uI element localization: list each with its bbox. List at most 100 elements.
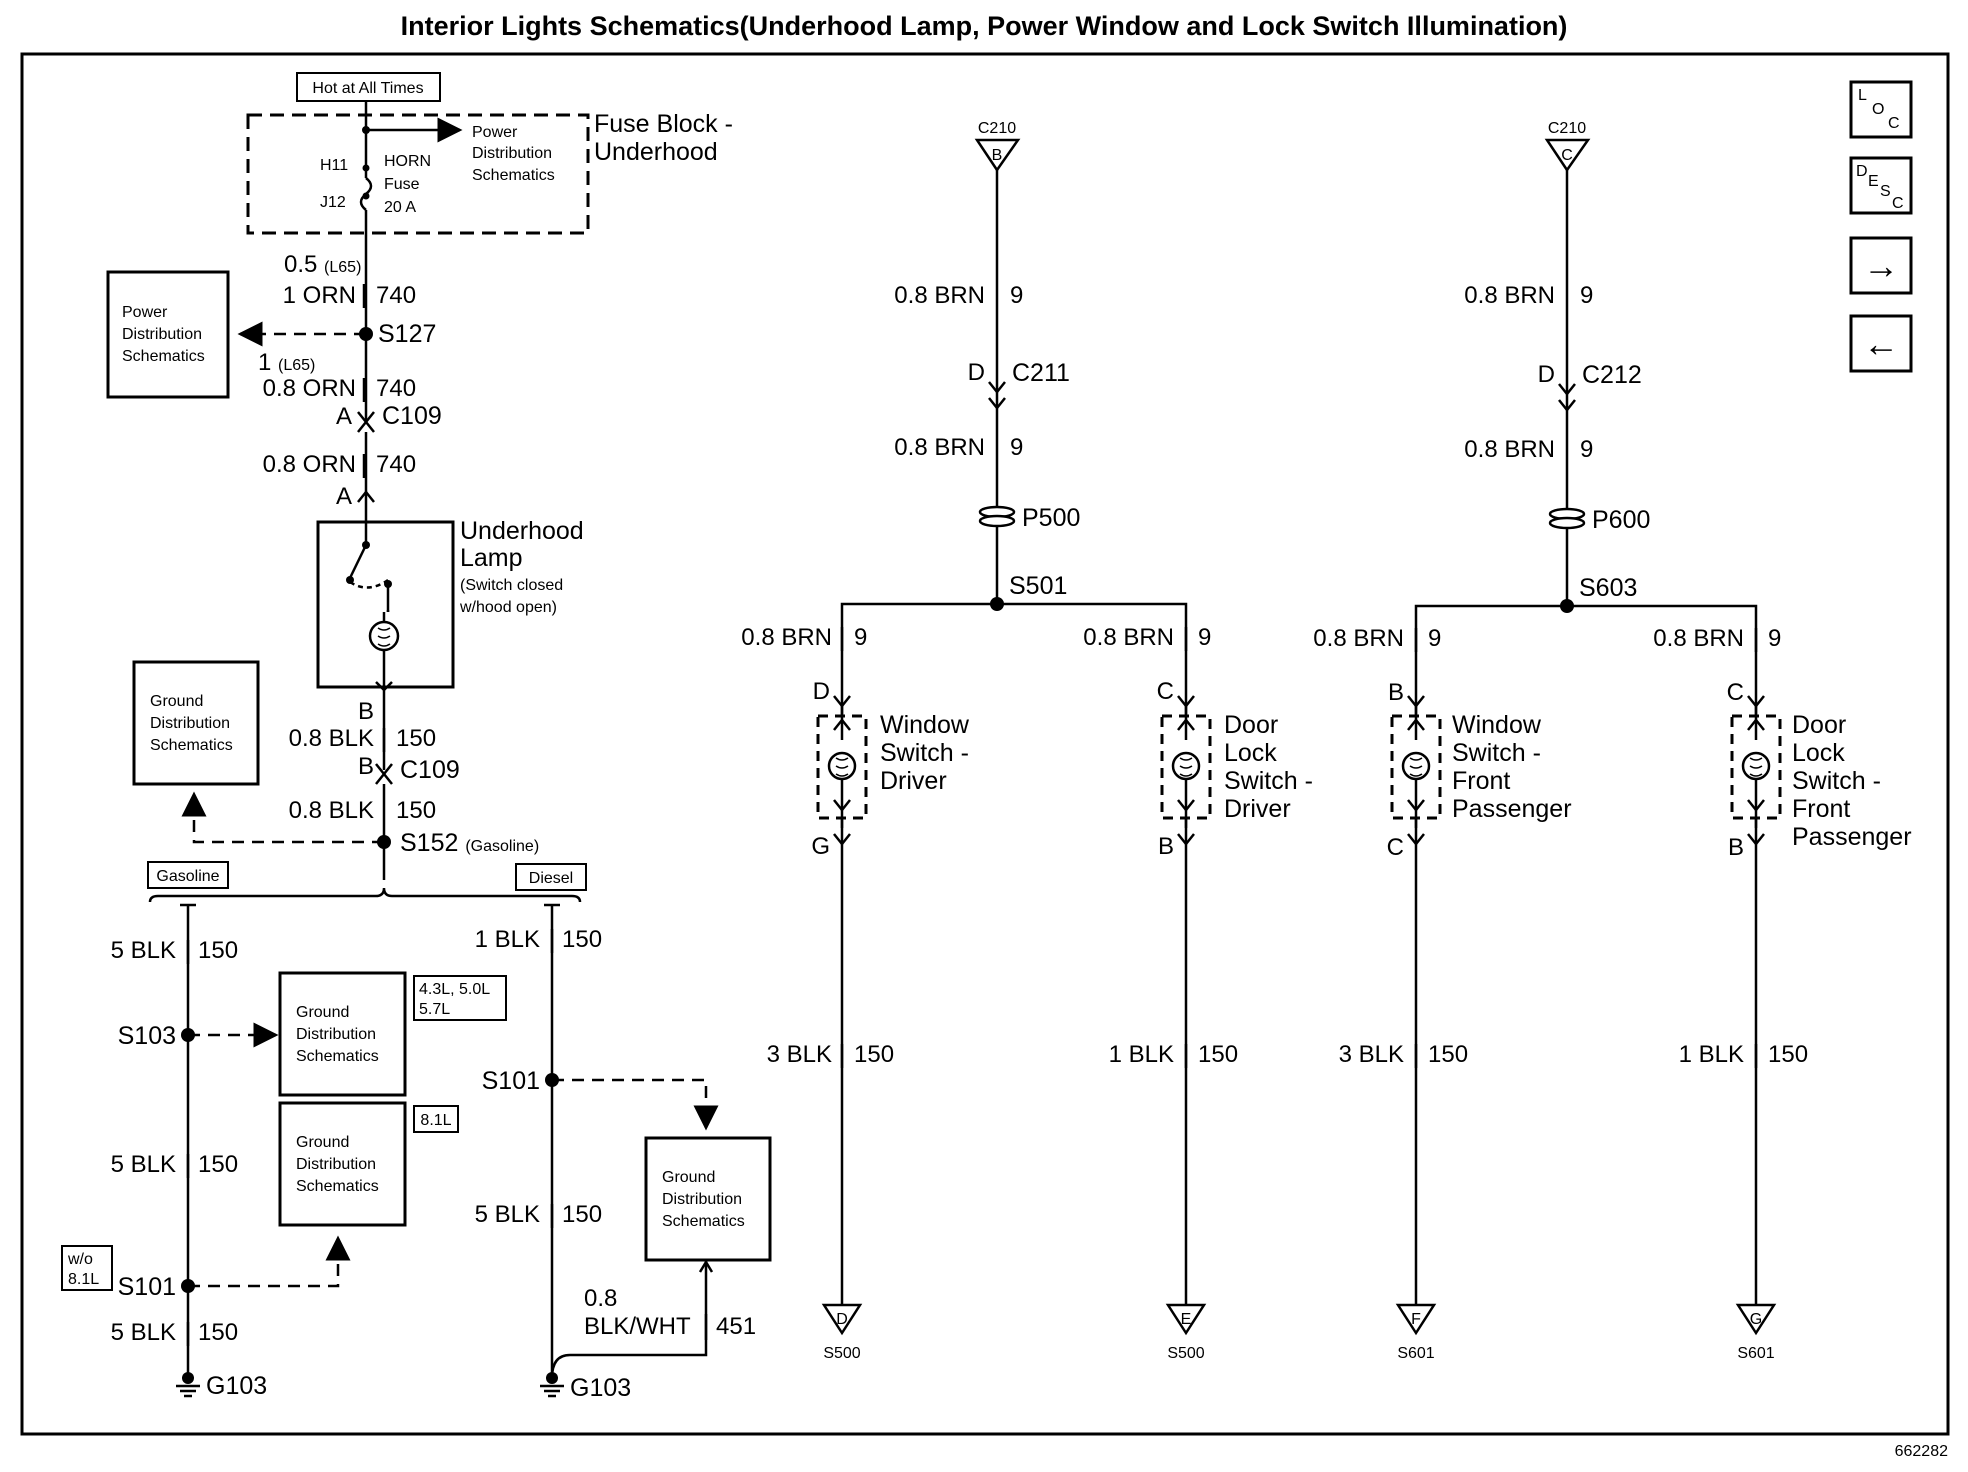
drv-lock-wire-size: 0.8 BRN (1083, 624, 1174, 651)
loc-button[interactable]: L O C (1849, 80, 1913, 139)
wo-line1: w/o (67, 1251, 93, 1268)
drv-win-dest-splice: S500 (823, 1345, 860, 1362)
gd-diesel-line1: Ground (662, 1169, 715, 1186)
hood-switch-blade (348, 544, 368, 579)
pass-lock-pin-out: B (1728, 834, 1744, 861)
gd1-line1: Ground (296, 1004, 349, 1021)
power-dist-line2: Distribution (122, 326, 202, 343)
drv-win-name-2: Switch - (880, 739, 969, 767)
fuse-pin-h11: H11 (320, 157, 348, 174)
splice-s101-gas-label: S101 (118, 1273, 176, 1301)
pass-lock-dest-triangle: G (1735, 1303, 1777, 1336)
prev-button[interactable]: ← (1849, 314, 1913, 373)
dsl-wire-circuit-150-b: 150 (562, 1201, 602, 1228)
pass-lock-name-5: Passenger (1792, 823, 1912, 851)
drv-lock-name-2: Lock (1224, 739, 1277, 767)
splice-s127-label: S127 (378, 320, 436, 348)
option-l65-b: (L65) (278, 357, 315, 374)
drv-lock-pin-out: B (1158, 833, 1174, 860)
drv-lock-out-size: 1 BLK (1109, 1041, 1174, 1068)
hot-at-all-times-label: Hot at All Times (312, 80, 423, 97)
diagram-frame (20, 52, 1950, 1436)
loc-letter-l: L (1858, 87, 1867, 104)
wire-size-1-l65: 1 (L65) (258, 349, 315, 376)
fuse-block-underhood: Fuse Block - Underhood Power Distributio… (246, 110, 733, 235)
pass-lock-wire-circuit: 9 (1768, 625, 1781, 652)
c109-label: C109 (382, 402, 442, 430)
desc-letter-c: C (1892, 195, 1904, 212)
pass-win-dest-letter: F (1411, 1311, 1421, 1328)
opt1-line2: 5.7L (419, 1001, 450, 1018)
lamp-name-2: Lamp (460, 544, 523, 572)
drv-lock-dest-splice: S500 (1167, 1345, 1204, 1362)
pass-win-dest-splice: S601 (1397, 1345, 1434, 1362)
c109-pin-a: A (336, 403, 352, 430)
pass-win-pin-in: B (1388, 679, 1404, 706)
lamp-note-2: w/hood open) (459, 599, 557, 616)
mid-wire-circuit-1: 9 (1010, 282, 1023, 309)
wo-line2: 8.1L (68, 1271, 99, 1288)
pass-lock-dest-letter: G (1750, 1311, 1762, 1328)
splice-s501-label: S501 (1009, 572, 1067, 600)
p500-label: P500 (1022, 504, 1080, 532)
opt2-label: 8.1L (420, 1112, 451, 1129)
c212-pin: D (1538, 361, 1555, 388)
power-dist-line1: Power (122, 304, 168, 321)
drv-win-lamp-icon (827, 751, 857, 781)
ground-distribution-box-top: Ground Distribution Schematics (132, 660, 260, 786)
pass-lock-name-3: Switch - (1792, 767, 1881, 795)
lamp-name-1: Underhood (460, 517, 584, 545)
gas-wire-size-5-blk-c: 5 BLK (111, 1319, 176, 1346)
fuse-block-name: Fuse Block - (594, 110, 733, 138)
wire-circuit-740: 740 (376, 282, 416, 309)
pass-lock-pin-in: C (1727, 679, 1744, 706)
pass-win-wire-size: 0.8 BRN (1313, 625, 1404, 652)
driver-window-switch (816, 706, 868, 828)
mid-wire-size-1: 0.8 BRN (894, 282, 985, 309)
wire-size-05-l65: 0.5 (L65) (284, 251, 361, 278)
pass-win-dest-triangle: F (1395, 1303, 1437, 1336)
fuse-ref-power: Power (472, 124, 518, 141)
diesel-label: Diesel (529, 870, 573, 887)
c211-pin: D (968, 359, 985, 386)
drv-lock-dest-triangle: E (1165, 1303, 1207, 1336)
drv-lock-name-3: Switch - (1224, 767, 1313, 795)
wire-size-1-orn: 1 ORN (283, 282, 356, 309)
gd-diesel-line2: Distribution (662, 1191, 742, 1208)
power-dist-line3: Schematics (122, 348, 205, 365)
diagram-title: Interior Lights Schematics(Underhood Lam… (401, 11, 1568, 41)
wire-circuit-150: 150 (396, 725, 436, 752)
right-wire-size-2: 0.8 BRN (1464, 436, 1555, 463)
c212-label: C212 (1582, 361, 1642, 389)
ground-g103-diesel: G103 (570, 1374, 631, 1402)
p600-label: P600 (1592, 506, 1650, 534)
gd1-line3: Schematics (296, 1048, 379, 1065)
ground-dist-box-diesel: Ground Distribution Schematics (644, 1136, 772, 1262)
pass-through-p500 (978, 505, 1016, 528)
fuse-block-location: Underhood (594, 138, 718, 166)
underhood-lamp (316, 510, 455, 692)
pass-win-wire-circuit: 9 (1428, 625, 1441, 652)
wire-circuit-740-b: 740 (376, 375, 416, 402)
s152-id: S152 (400, 829, 458, 857)
splice-s127 (359, 327, 373, 341)
pass-lock-name-2: Lock (1792, 739, 1845, 767)
power-distribution-box: Power Distribution Schematics (106, 270, 230, 399)
gd2-line1: Ground (296, 1134, 349, 1151)
gasoline-label: Gasoline (156, 868, 219, 885)
drv-lock-lamp-icon (1171, 751, 1201, 781)
drv-win-wire-circuit: 9 (854, 624, 867, 651)
desc-button[interactable]: D E S C (1849, 156, 1913, 215)
lamp-pin-a: A (336, 483, 352, 510)
drv-win-pin-in: D (813, 678, 830, 705)
ground-g103-gas: G103 (206, 1372, 267, 1400)
dsl-wire-size-1-blk: 1 BLK (475, 926, 540, 953)
dsl-wire-size-5-blk: 5 BLK (475, 1201, 540, 1228)
connector-c212 (1558, 383, 1576, 413)
gas-wire-size-5-blk: 5 BLK (111, 937, 176, 964)
pass-win-name-4: Passenger (1452, 795, 1572, 823)
next-button[interactable]: → (1849, 236, 1913, 295)
gas-wire-size-5-blk-b: 5 BLK (111, 1151, 176, 1178)
right-c210-label: C210 (1548, 120, 1586, 137)
opt1-line1: 4.3L, 5.0L (419, 981, 490, 998)
